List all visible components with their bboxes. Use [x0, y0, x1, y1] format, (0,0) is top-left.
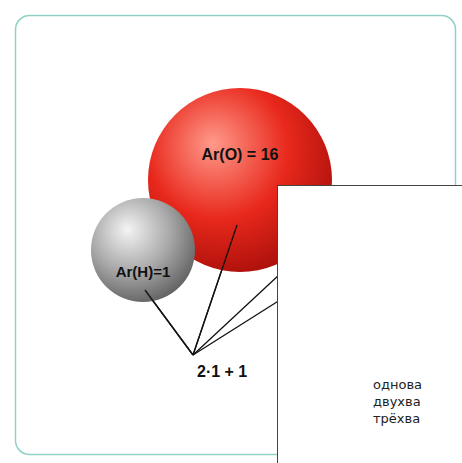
- panel-text-line: трёхва: [373, 410, 420, 427]
- panel-text-line: двухва: [373, 393, 421, 410]
- leader-line: [193, 300, 280, 355]
- leader-line: [193, 225, 237, 355]
- overlay-panel: одновадвухватрёхва: [277, 185, 462, 463]
- panel-text-line: однова: [373, 376, 422, 393]
- sphere-shape: [91, 198, 195, 302]
- atom-sphere: Ar(H)=1: [91, 198, 195, 302]
- sphere-circle: [91, 198, 195, 302]
- atom-mass-label: Ar(H)=1: [91, 263, 195, 280]
- formula-label: 2·1 + 1: [197, 363, 247, 381]
- atom-mass-label: Ar(O) = 16: [148, 146, 332, 164]
- leader-line: [145, 290, 193, 355]
- leader-line: [145, 290, 193, 355]
